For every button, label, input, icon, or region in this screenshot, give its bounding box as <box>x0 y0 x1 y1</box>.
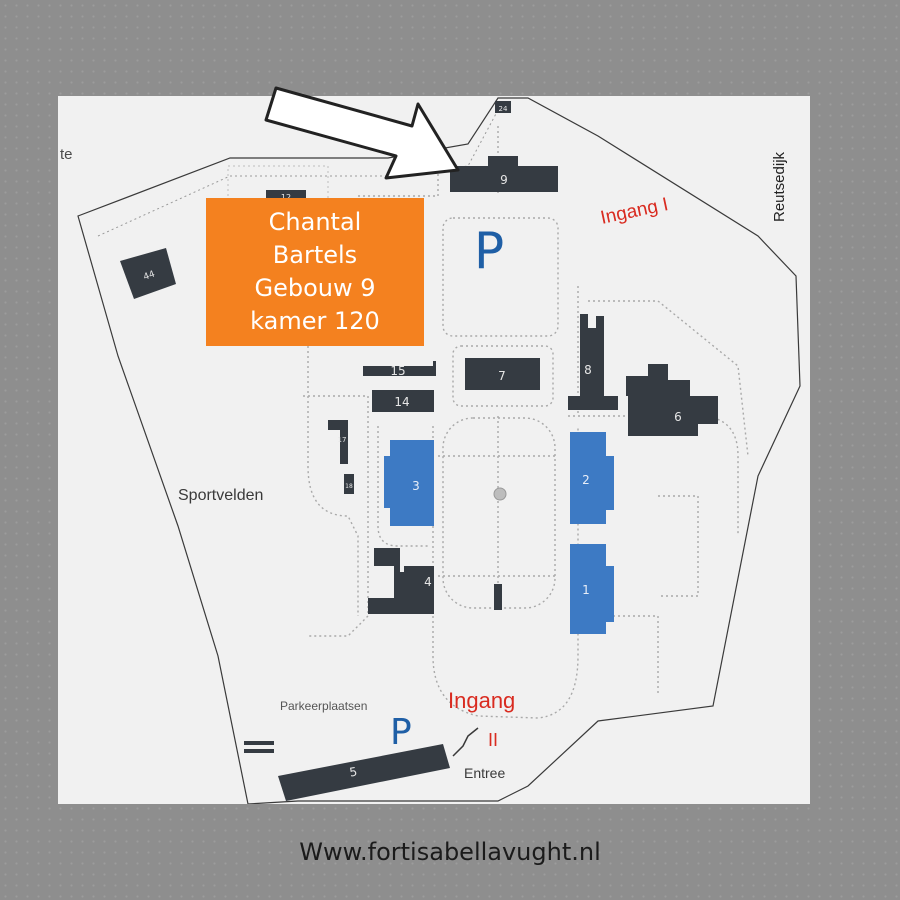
campus-boundary <box>77 97 801 804</box>
map-drawing: 9 7 15 14 8 6 4 5 3 2 1 24 44 12 17 18 S… <box>77 97 801 804</box>
contact-info-box: Chantal Bartels Gebouw 9 kamer 120 <box>206 198 424 346</box>
building-small-center <box>494 584 502 610</box>
sportvelden-label: Sportvelden <box>178 487 263 504</box>
pointer-arrow <box>264 86 460 180</box>
campus-map[interactable]: 9 7 15 14 8 6 4 5 3 2 1 24 44 12 17 18 S… <box>58 96 810 804</box>
building-1-number: 1 <box>582 583 590 597</box>
contact-room: kamer 120 <box>250 307 380 335</box>
building-44 <box>120 248 176 299</box>
building-7-number: 7 <box>498 369 506 383</box>
building-3 <box>384 440 434 526</box>
building-3-number: 3 <box>412 479 420 493</box>
entrance-gate <box>452 727 479 757</box>
building-1 <box>570 544 614 634</box>
building-4-number: 4 <box>424 575 432 589</box>
building-4 <box>368 548 434 614</box>
footpaths <box>303 126 749 719</box>
building-18-number: 18 <box>345 483 353 490</box>
building-2-number: 2 <box>582 473 590 487</box>
building-18 <box>344 474 354 494</box>
building-parking-strip-1 <box>244 741 274 745</box>
ingang-2-numeral: II <box>488 730 498 750</box>
ingang-2-label: Ingang <box>448 688 515 713</box>
building-14 <box>372 390 434 412</box>
building-15-number: 15 <box>390 364 405 378</box>
contact-building: Gebouw 9 <box>254 274 376 302</box>
building-9 <box>450 156 558 192</box>
building-2 <box>570 432 614 524</box>
building-5 <box>278 744 450 801</box>
reutsedijk-label: Reutsedijk <box>771 151 788 222</box>
building-7 <box>465 358 540 390</box>
parking-symbol-top: P <box>474 222 504 280</box>
buildings-dark <box>120 101 718 801</box>
parking-symbol-bottom: P <box>390 712 412 753</box>
building-9-number: 9 <box>500 173 508 187</box>
building-15 <box>363 361 436 376</box>
building-44-number: 44 <box>142 269 156 282</box>
parkeerplaatsen-label: Parkeerplaatsen <box>280 699 367 713</box>
arrow-icon <box>264 86 460 180</box>
building-17-number: 17 <box>338 436 347 444</box>
building-8-number: 8 <box>584 363 592 377</box>
contact-name-last: Bartels <box>272 241 358 269</box>
map-edge-label-fragment: te <box>60 146 73 163</box>
building-5-number: 5 <box>348 765 358 780</box>
contact-name-first: Chantal <box>268 208 362 236</box>
ingang-1-label: Ingang I <box>599 194 671 229</box>
website-link[interactable]: Www.fortisabellavught.nl <box>299 838 601 866</box>
building-6-number: 6 <box>674 410 682 424</box>
building-parking-strip-2 <box>244 749 274 753</box>
entree-label: Entree <box>464 765 505 781</box>
building-24-number: 24 <box>499 105 508 113</box>
building-8 <box>568 314 618 410</box>
building-14-number: 14 <box>394 395 409 409</box>
buildings-highlight <box>384 432 614 634</box>
building-6 <box>626 364 718 436</box>
building-numbers: 9 7 15 14 8 6 4 5 3 2 1 24 44 12 17 18 <box>142 105 682 780</box>
campus-boundary-inner <box>97 109 499 237</box>
building-17 <box>328 420 348 464</box>
building-24 <box>495 101 511 113</box>
building-12-number: 12 <box>281 193 291 202</box>
central-fountain <box>493 487 507 501</box>
